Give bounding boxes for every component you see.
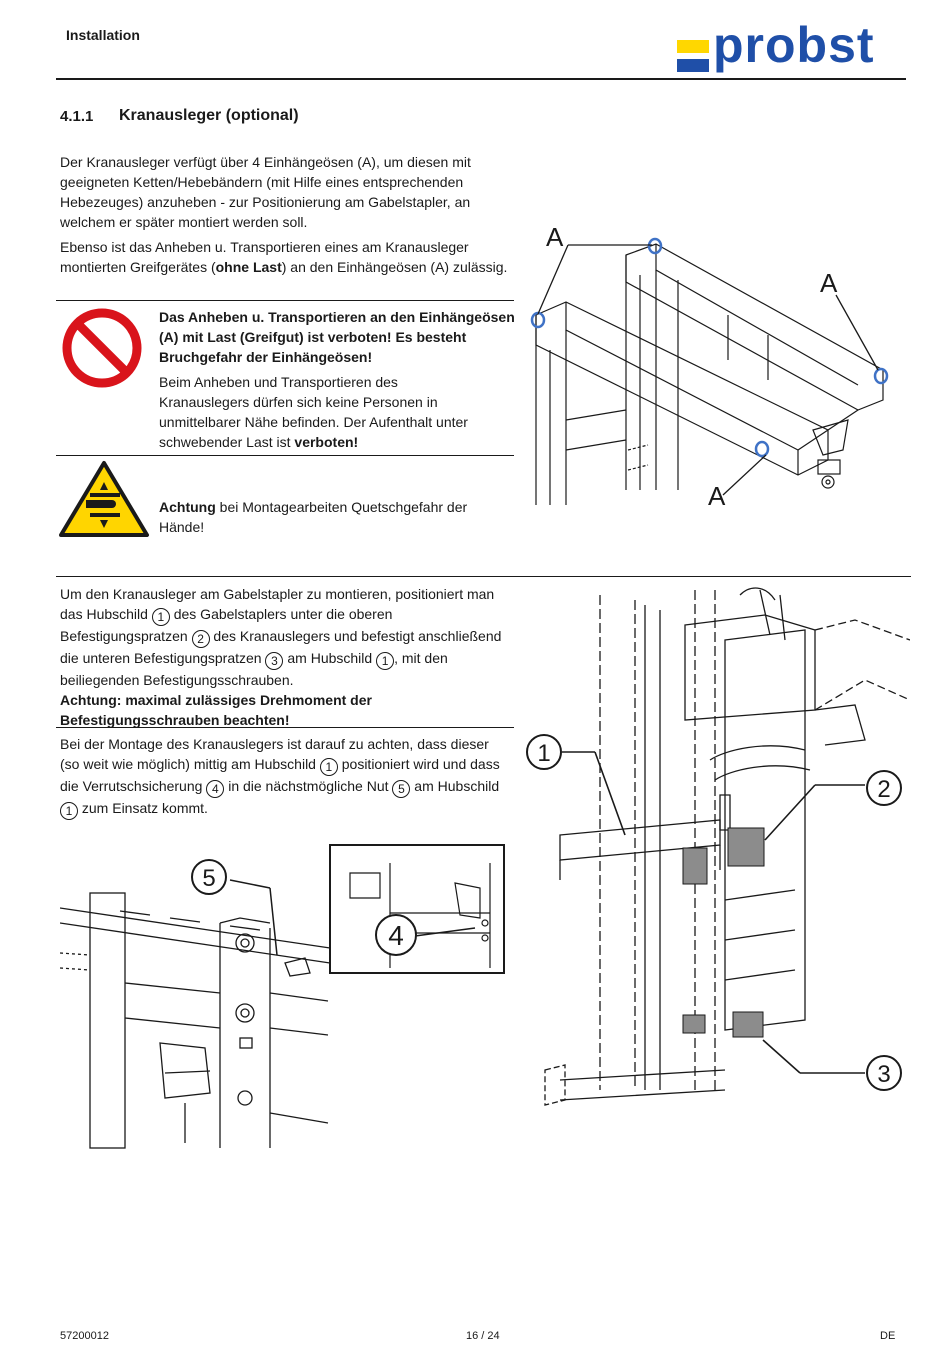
callout-1: 1 bbox=[537, 740, 550, 767]
label-a: A bbox=[546, 222, 564, 252]
intro-paragraph-1: Der Kranausleger verfügt über 4 Einhänge… bbox=[60, 154, 471, 230]
section-number: 4.1.1 bbox=[60, 108, 94, 125]
divider bbox=[56, 455, 514, 456]
logo-yellow-bar bbox=[677, 40, 709, 53]
mounting-paragraph: Um den Kranausleger am Gabelstapler zu m… bbox=[60, 586, 502, 728]
fork-carriage-detail-figure: 5 4 bbox=[60, 844, 505, 1149]
footer-page-number: 16 / 24 bbox=[466, 1330, 500, 1342]
label-a: A bbox=[820, 268, 838, 298]
divider bbox=[56, 576, 911, 577]
warning-1-text: Beim Anheben und Transportieren des Kran… bbox=[159, 374, 468, 450]
mounting-paragraph-2: Bei der Montage des Kranauslegers ist da… bbox=[60, 736, 500, 820]
footer-language: DE bbox=[880, 1330, 896, 1342]
logo-wordmark: probst bbox=[713, 17, 875, 73]
callout-3: 3 bbox=[877, 1061, 890, 1088]
mast-mounting-figure: 1 2 3 bbox=[526, 587, 910, 1106]
crane-boom-eyelets-figure: A A A bbox=[530, 222, 889, 505]
intro-paragraph-2: Ebenso ist das Anheben u. Transportieren… bbox=[60, 239, 508, 275]
callout-4: 4 bbox=[388, 920, 404, 951]
probst-logo: probst bbox=[677, 20, 899, 80]
divider bbox=[56, 727, 514, 728]
logo-blue-bar bbox=[677, 59, 709, 72]
footer-document-number: 57200012 bbox=[60, 1330, 109, 1342]
crush-hazard-icon bbox=[59, 461, 149, 537]
warning-2-text: Achtung bei Montagearbeiten Quetschgefah… bbox=[159, 499, 468, 535]
header-rule bbox=[56, 78, 906, 80]
prohibition-icon bbox=[62, 308, 142, 388]
section-title: Kranausleger (optional) bbox=[119, 107, 299, 124]
callout-5: 5 bbox=[202, 865, 215, 892]
warning-1-bold: Das Anheben u. Transportieren an den Ein… bbox=[159, 309, 515, 365]
header-section-title: Installation bbox=[66, 27, 140, 43]
label-a: A bbox=[708, 481, 726, 505]
divider bbox=[56, 300, 514, 301]
callout-2: 2 bbox=[877, 776, 890, 803]
